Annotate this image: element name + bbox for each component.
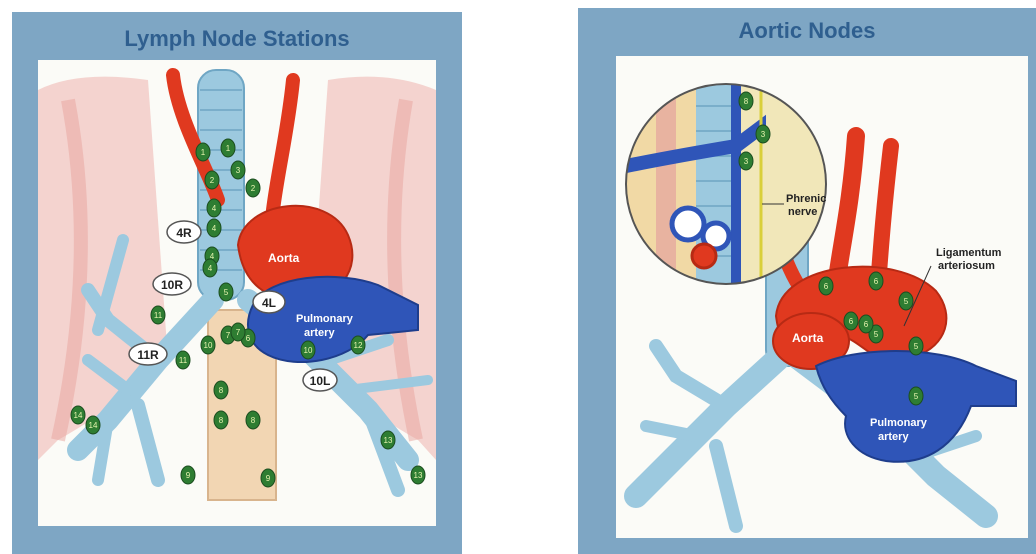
- svg-text:3: 3: [744, 157, 749, 166]
- svg-text:11: 11: [154, 311, 163, 320]
- left-node-10: 5: [219, 283, 233, 301]
- svg-text:13: 13: [384, 436, 393, 445]
- left-node-18: 9: [261, 469, 275, 487]
- left-node-22: 11: [176, 351, 190, 369]
- right-aorta-label: Aorta: [792, 331, 824, 345]
- right-node-8: 6: [859, 315, 873, 333]
- svg-text:6: 6: [849, 317, 854, 326]
- svg-text:4: 4: [208, 264, 213, 273]
- svg-text:13: 13: [414, 471, 423, 480]
- left-aorta-label: Aorta: [268, 251, 300, 265]
- left-anatomy-illustration: Aorta Pulmonary artery 4R 10R 11R 4L: [38, 60, 436, 526]
- aortic-nodes-panel: Aortic Nodes Aorta Pulmonary: [578, 8, 1036, 554]
- left-pulmonary-label-line2: artery: [304, 327, 335, 339]
- left-node-26: 14: [71, 406, 85, 424]
- svg-text:1: 1: [226, 144, 231, 153]
- svg-text:10: 10: [304, 346, 313, 355]
- svg-text:14: 14: [74, 411, 83, 420]
- right-pulmonary-label-line1: Pulmonary: [870, 417, 928, 429]
- svg-text:3: 3: [236, 166, 241, 175]
- left-node-17: 9: [181, 466, 195, 484]
- svg-text:10: 10: [204, 341, 213, 350]
- svg-text:2: 2: [210, 176, 215, 185]
- svg-text:3: 3: [761, 130, 766, 139]
- left-node-9: 4: [207, 199, 221, 217]
- svg-text:8: 8: [251, 416, 256, 425]
- left-node-3: 2: [205, 171, 219, 189]
- svg-text:5: 5: [874, 330, 879, 339]
- svg-text:6: 6: [824, 282, 829, 291]
- svg-text:7: 7: [236, 328, 241, 337]
- svg-text:7: 7: [226, 331, 231, 340]
- right-anatomy-illustration: Aorta Pulmonary artery Ligamentum arteri…: [616, 56, 1028, 538]
- left-node-6: 4: [207, 219, 221, 237]
- left-node-24: 13: [381, 431, 395, 449]
- left-illustration-area: Aorta Pulmonary artery 4R 10R 11R 4L: [38, 60, 436, 526]
- right-node-11: 3: [739, 152, 753, 170]
- right-panel-title: Aortic Nodes: [578, 18, 1036, 44]
- right-node-7: 5: [909, 387, 923, 405]
- station-tag-10l: 10L: [303, 369, 337, 391]
- right-node-2: 6: [869, 272, 883, 290]
- left-node-5: 3: [231, 161, 245, 179]
- svg-text:2: 2: [251, 184, 256, 193]
- svg-text:1: 1: [201, 148, 206, 157]
- svg-text:8: 8: [219, 386, 224, 395]
- left-node-27: 14: [86, 416, 100, 434]
- right-illustration-area: Aorta Pulmonary artery Ligamentum arteri…: [616, 56, 1028, 538]
- station-tag-10r: 10R: [153, 273, 191, 295]
- left-node-8: 4: [203, 259, 217, 277]
- left-node-2: 1: [221, 139, 235, 157]
- svg-text:9: 9: [186, 471, 191, 480]
- svg-text:11: 11: [179, 356, 188, 365]
- ligamentum-label-line2: arteriosum: [938, 260, 995, 272]
- left-node-4: 2: [246, 179, 260, 197]
- left-node-13: 7: [231, 323, 245, 341]
- svg-text:6: 6: [874, 277, 879, 286]
- svg-text:5: 5: [914, 392, 919, 401]
- svg-text:6: 6: [246, 334, 251, 343]
- svg-text:12: 12: [354, 341, 363, 350]
- station-tag-11r: 11R: [129, 343, 167, 365]
- left-panel-title: Lymph Node Stations: [12, 26, 462, 52]
- svg-text:8: 8: [744, 97, 749, 106]
- svg-text:5: 5: [224, 288, 229, 297]
- right-node-1: 6: [819, 277, 833, 295]
- station-tag-4r: 4R: [167, 221, 201, 243]
- svg-text:9: 9: [266, 474, 271, 483]
- left-node-21: 11: [151, 306, 165, 324]
- phrenic-label-line2: nerve: [788, 206, 817, 218]
- left-node-15: 8: [214, 411, 228, 429]
- left-node-16: 8: [246, 411, 260, 429]
- station-tag-4l: 4L: [253, 291, 285, 313]
- svg-text:4: 4: [212, 224, 217, 233]
- right-node-6: 5: [909, 337, 923, 355]
- svg-text:5: 5: [904, 297, 909, 306]
- right-node-9: 8: [739, 92, 753, 110]
- right-node-10: 3: [756, 125, 770, 143]
- left-node-20: 10: [301, 341, 315, 359]
- svg-text:8: 8: [219, 416, 224, 425]
- svg-text:14: 14: [89, 421, 98, 430]
- svg-text:10R: 10R: [161, 278, 183, 292]
- right-node-4: 5: [899, 292, 913, 310]
- svg-text:4R: 4R: [176, 226, 192, 240]
- ligamentum-label-line1: Ligamentum: [936, 247, 1002, 259]
- left-node-19: 10: [201, 336, 215, 354]
- svg-text:5: 5: [914, 342, 919, 351]
- right-node-3: 6: [844, 312, 858, 330]
- left-node-23: 12: [351, 336, 365, 354]
- phrenic-label-line1: Phrenic: [786, 193, 826, 205]
- left-node-1: 1: [196, 143, 210, 161]
- svg-text:6: 6: [864, 320, 869, 329]
- right-pulmonary-label-line2: artery: [878, 431, 909, 443]
- left-pulmonary-label-line1: Pulmonary: [296, 313, 354, 325]
- left-node-25: 13: [411, 466, 425, 484]
- svg-text:11R: 11R: [137, 348, 159, 362]
- svg-text:4L: 4L: [262, 296, 276, 310]
- left-node-14: 8: [214, 381, 228, 399]
- svg-text:4: 4: [212, 204, 217, 213]
- lymph-node-stations-panel: Lymph Node Stations: [12, 12, 462, 554]
- svg-text:10L: 10L: [310, 374, 331, 388]
